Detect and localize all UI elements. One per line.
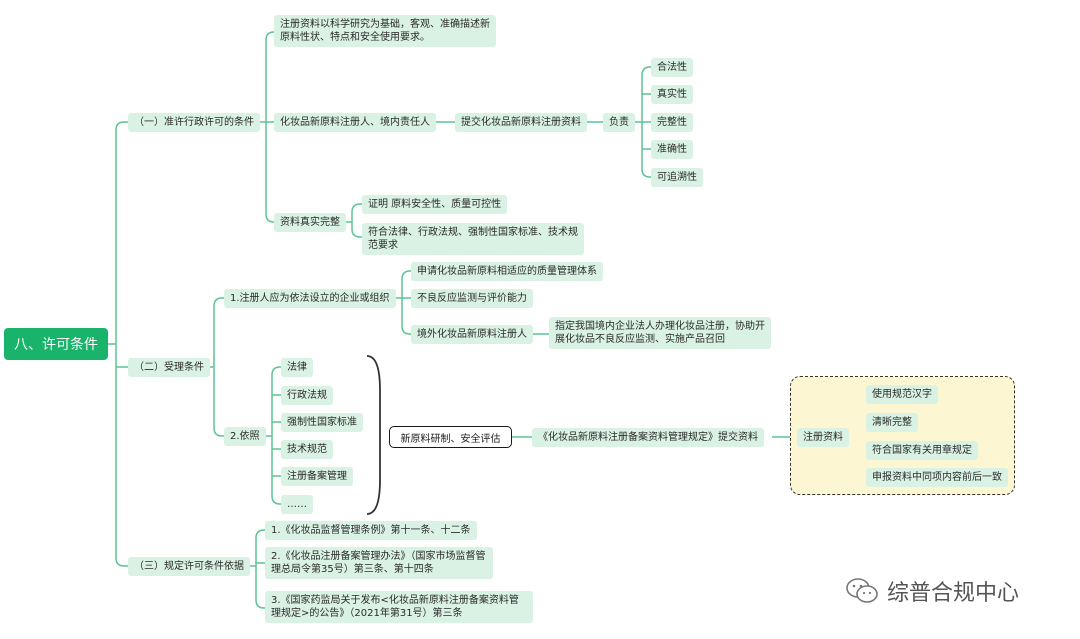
s1-comply-node: 符合法律、行政法规、强制性国家标准、技术规范要求 [362,223,584,255]
s1-submit-node: 提交化妆品新原料注册资料 [455,113,587,132]
s3-basis-node: 3.《国家药监局关于发布<化妆品新原料注册备案资料管理规定>的公告》（2021年… [265,591,533,623]
s1-prove-node: 证明 原料安全性、质量可控性 [362,195,508,214]
s2-branch-1-node: 1.注册人应为依法设立的企业或组织 [224,289,396,308]
s2-b2-item-node: 强制性国家标准 [281,413,363,432]
s2-b2-item-node: …… [281,495,313,514]
wechat-icon [846,578,878,603]
s2-b1-item-node: 不良反应监测与评价能力 [411,289,533,308]
trait-node: 合法性 [651,58,693,77]
reg-item-node: 申报资料中同项内容前后一致 [866,468,1008,487]
trait-node: 准确性 [651,140,693,159]
reg-materials-node: 注册资料 [797,428,849,447]
reg-item-node: 使用规范汉字 [866,385,938,404]
provision-node: 《化妆品新原料注册备案资料管理规定》提交资料 [532,428,764,447]
trait-node: 真实性 [651,85,693,104]
s1-complete-node: 资料真实完整 [274,213,346,232]
s2-b1-item-node: 境外化妆品新原料注册人 [411,325,533,344]
s1-registrant-node: 化妆品新原料注册人、境内责任人 [274,113,436,132]
trait-node: 可追溯性 [651,168,703,187]
watermark: 综普合规中心 [845,575,1019,607]
s2-b2-item-node: 技术规范 [281,440,333,459]
watermark-text: 综普合规中心 [887,581,1020,606]
section-1-node: （一）准许行政许可的条件 [128,113,260,132]
s2-b1-item-node: 申请化妆品新原料相适应的质量管理体系 [411,262,603,281]
s1-responsible-node: 负责 [603,113,635,132]
s2-b2-item-node: 行政法规 [281,386,333,405]
reg-item-node: 符合国家有关用章规定 [866,441,978,460]
s2-b1-note-node: 指定我国境内企业法人办理化妆品注册，协助开展化妆品不良反应监测、实施产品召回 [549,317,771,349]
s3-basis-node: 1.《化妆品监督管理条例》第十一条、十二条 [265,521,477,540]
section-2-node: （二）受理条件 [128,358,210,377]
s2-b2-item-node: 注册备案管理 [281,467,353,486]
s2-b2-item-node: 法律 [281,358,313,377]
research-evaluation-node: 新原料研制、安全评估 [389,426,512,448]
reg-item-node: 清晰完整 [866,413,918,432]
s2-branch-2-node: 2.依照 [224,427,266,446]
s1-description-node: 注册资料以科学研究为基础，客观、准确描述新原料性状、特点和安全使用要求。 [274,15,496,47]
root-node: 八、许可条件 [4,328,108,360]
section-3-node: （三）规定许可条件依据 [128,557,250,576]
trait-node: 完整性 [651,113,693,132]
s3-basis-node: 2.《化妆品注册备案管理办法》（国家市场监督管理总局令第35号）第三条、第十四条 [265,547,493,579]
